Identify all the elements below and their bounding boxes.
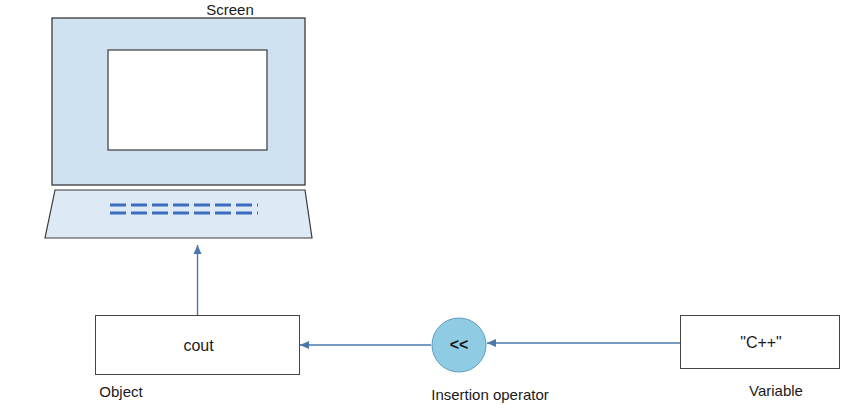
- node-caption: Insertion operator: [431, 386, 549, 404]
- flow-arrow: [197, 245, 198, 315]
- screen-area: [108, 50, 267, 150]
- node-caption: Variable: [749, 382, 803, 400]
- key-row: [110, 212, 258, 215]
- node-label: Screen: [206, 1, 254, 19]
- operator-circle: <<Insertion operator: [431, 317, 487, 373]
- object-box: coutObject: [95, 315, 300, 375]
- flow-arrow: [487, 342, 680, 343]
- node-label: "C++": [740, 333, 782, 352]
- monitor-screen: Screen: [40, 0, 315, 245]
- variable-box: "C++"Variable: [680, 315, 840, 369]
- node-label: cout: [183, 336, 213, 355]
- flow-arrow: [300, 344, 431, 345]
- monitor-frame: [52, 18, 305, 185]
- node-label: <<: [450, 335, 469, 354]
- key-row: [110, 204, 258, 207]
- operator-circle-shape: [432, 318, 486, 372]
- node-caption: Object: [99, 383, 142, 401]
- keyboard-base: [45, 190, 312, 238]
- monitor-drawing: [40, 0, 315, 245]
